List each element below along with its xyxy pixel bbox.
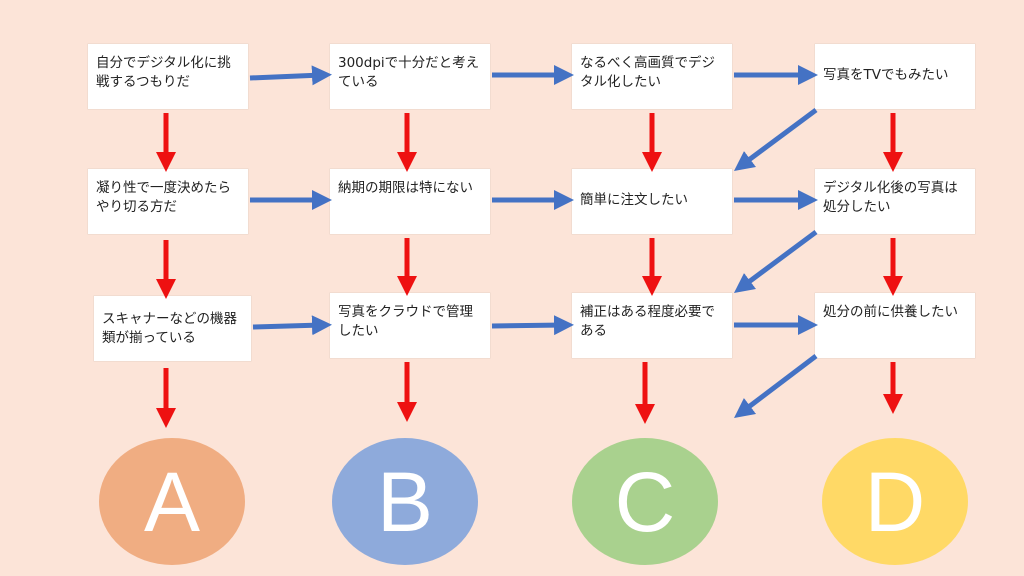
arrow-no-r1-c1-c2 (249, 65, 332, 86)
arrow-diag-r3c4-c (734, 354, 818, 419)
result-a-circle: A (99, 438, 245, 565)
question-box-3-2: 写真をクラウドで管理したい (330, 293, 490, 358)
result-c-circle: C (572, 438, 718, 565)
arrow-no-r3-c2-c3 (491, 315, 574, 336)
result-a-label: A (143, 454, 201, 549)
result-b-circle: B (332, 438, 478, 565)
question-box-2-1: 凝り性で一度決めたらやり切る方だ (88, 169, 248, 234)
question-box-2-3: 簡単に注文したい (572, 169, 732, 234)
arrow-no-r3-c1-c2 (252, 315, 332, 336)
arrow-diag-r2c4-r3c3 (733, 229, 818, 293)
result-c-label: C (614, 454, 676, 549)
question-box-1-1: 自分でデジタル化に挑戦するつもりだ (88, 44, 248, 109)
question-box-3-1: スキャナーなどの機器類が揃っている (94, 296, 251, 361)
question-box-3-4: 処分の前に供養したい (815, 293, 975, 358)
question-box-2-2: 納期の期限は特にない (330, 169, 490, 234)
question-box-1-3: なるべく高画質でデジタル化したい (572, 44, 732, 109)
question-box-1-4: 写真をTVでもみたい (815, 44, 975, 109)
question-box-2-4: デジタル化後の写真は処分したい (815, 169, 975, 234)
question-box-3-3: 補正はある程度必要である (572, 293, 732, 358)
arrow-diag-r1c4-r2c3 (733, 107, 818, 171)
result-d-circle: D (822, 438, 968, 565)
question-box-1-2: 300dpiで十分だと考えている (330, 44, 490, 109)
result-d-label: D (864, 454, 926, 549)
result-b-label: B (376, 454, 434, 549)
